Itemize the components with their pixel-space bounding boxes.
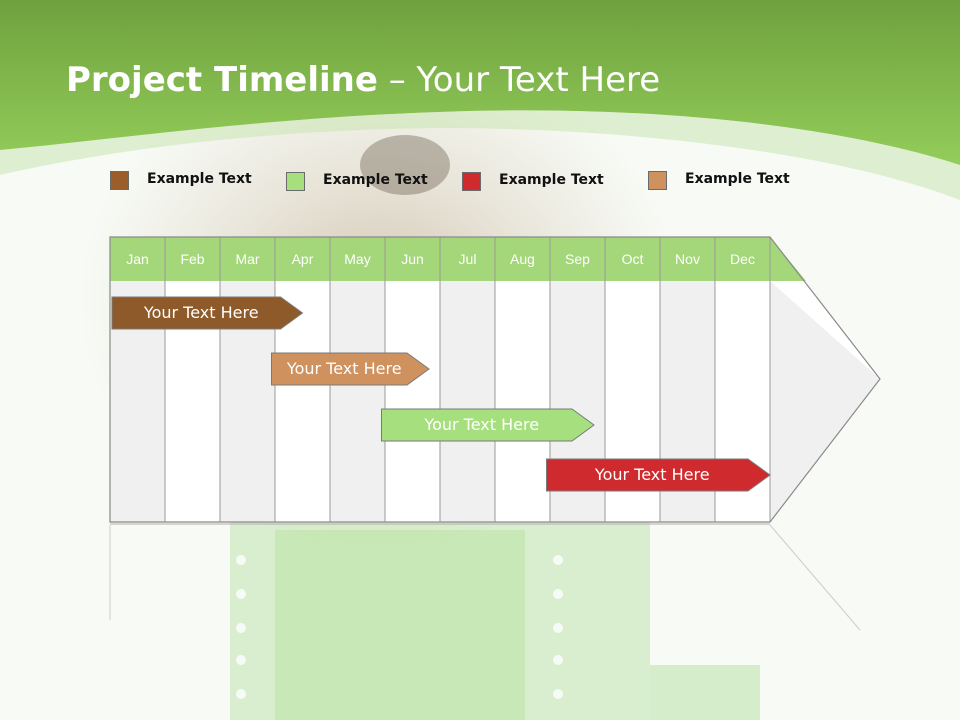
timeline-outline xyxy=(109,236,881,523)
month-column-jun xyxy=(385,281,440,522)
timeline-arrow-head xyxy=(770,281,880,522)
task-label-4: Your Text Here xyxy=(594,465,710,484)
legend-label-2: Example Text xyxy=(323,172,428,188)
faded-gift-box xyxy=(230,520,650,720)
month-label-apr: Apr xyxy=(291,251,314,267)
month-label-jul: Jul xyxy=(458,251,477,267)
task-bar-2 xyxy=(271,352,430,386)
month-header-cell-sep xyxy=(550,237,605,281)
month-column-may xyxy=(330,281,385,522)
legend-swatch-4 xyxy=(648,171,667,190)
month-header-cell-jul xyxy=(440,237,495,281)
month-label-jan: Jan xyxy=(126,251,149,267)
month-column-aug xyxy=(495,281,550,522)
task-label-2: Your Text Here xyxy=(286,359,402,378)
month-label-mar: Mar xyxy=(235,251,260,267)
legend-swatch-3 xyxy=(462,172,481,191)
month-label-may: May xyxy=(344,251,371,267)
month-header-cell-dec xyxy=(715,237,770,281)
month-column-jul xyxy=(440,281,495,522)
month-header-cell-may xyxy=(330,237,385,281)
header-band xyxy=(0,0,960,165)
month-header-cell-mar xyxy=(220,237,275,281)
month-label-feb: Feb xyxy=(180,251,205,267)
task-label-3: Your Text Here xyxy=(424,415,540,434)
task-label-1: Your Text Here xyxy=(143,303,259,322)
task-bar-4 xyxy=(546,458,771,492)
title-rest: – Your Text Here xyxy=(377,60,661,100)
legend-swatch-1 xyxy=(110,171,129,190)
task-bar-3 xyxy=(381,408,595,442)
month-header-cell-oct xyxy=(605,237,660,281)
legend-swatch-2 xyxy=(286,172,305,191)
month-header-cell-feb xyxy=(165,237,220,281)
slide-title: Project Timeline – Your Text Here xyxy=(66,58,660,102)
legend-label-4: Example Text xyxy=(685,171,790,187)
month-header-cell-jan xyxy=(110,237,165,281)
month-label-nov: Nov xyxy=(675,251,700,267)
legend-label-1: Example Text xyxy=(147,171,252,187)
month-header-cell-aug xyxy=(495,237,550,281)
month-label-jun: Jun xyxy=(401,251,424,267)
month-label-dec: Dec xyxy=(730,251,755,267)
month-header-cell-apr xyxy=(275,237,330,281)
month-label-aug: Aug xyxy=(510,251,535,267)
month-label-oct: Oct xyxy=(621,251,644,267)
month-header-cell-nov xyxy=(660,237,715,281)
legend-label-3: Example Text xyxy=(499,172,604,188)
task-bar-1 xyxy=(111,296,304,330)
title-bold: Project Timeline xyxy=(66,60,378,100)
month-header-cell-jun xyxy=(385,237,440,281)
month-label-sep: Sep xyxy=(565,251,590,267)
